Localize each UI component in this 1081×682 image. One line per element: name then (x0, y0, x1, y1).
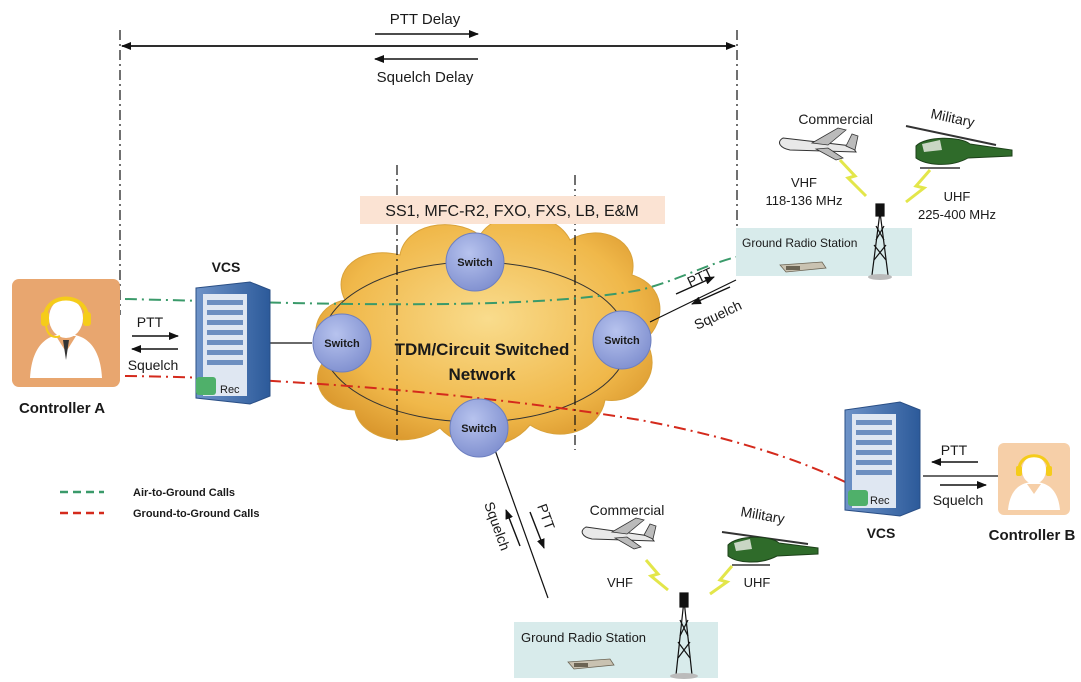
svg-text:PTT: PTT (137, 314, 164, 330)
svg-text:Switch: Switch (604, 335, 640, 347)
legend: Air-to-Ground Calls Ground-to-Ground Cal… (60, 487, 259, 520)
ptt-delay-label: PTT Delay (390, 11, 461, 28)
person-icon (1008, 482, 1060, 510)
station-bottom-label: Ground Radio Station (521, 630, 646, 645)
commercial-airplane-icon (779, 127, 859, 161)
military-helicopter-icon (721, 531, 819, 566)
commercial-airplane-icon (581, 517, 657, 550)
network-title-line1: TDM/Circuit Switched (395, 340, 570, 359)
controller-a: Controller A (12, 279, 120, 417)
station-top-label: Ground Radio Station (742, 236, 857, 250)
station-bottom-commercial: Commercial (590, 502, 665, 518)
svg-text:PTT: PTT (685, 264, 716, 290)
svg-text:225-400 MHz: 225-400 MHz (918, 207, 996, 222)
controller-b: Controller B (989, 443, 1076, 544)
headset-icon (43, 296, 89, 319)
station-bottom-military: Military (739, 503, 785, 526)
ground-radio-station-bottom: Ground Radio Station Commercial Military… (514, 502, 819, 679)
switch-top: Switch (445, 232, 505, 292)
vcs-a-label: VCS (212, 259, 241, 275)
military-helicopter-icon (905, 125, 1013, 169)
switch-bottom: Switch (449, 398, 509, 458)
protocol-list: SS1, MFC-R2, FXO, FXS, LB, E&M (385, 203, 638, 220)
ground-to-ground-path (124, 375, 856, 488)
lightning-icon (709, 565, 734, 596)
vcs-b-label: VCS (867, 525, 896, 541)
squelch-delay-label: Squelch Delay (377, 69, 474, 86)
antenna-tower-icon (871, 203, 889, 276)
svg-text:VHF: VHF (791, 175, 817, 190)
svg-text:Squelch: Squelch (481, 500, 513, 553)
svg-text:118-136 MHz: 118-136 MHz (765, 193, 842, 208)
ground-radio-station-top: Ground Radio Station Commercial Military… (736, 105, 1013, 280)
vcs-b-rec: Rec (870, 495, 890, 507)
headset-icon (1017, 454, 1051, 471)
delay-indicator: PTT Delay Squelch Delay (119, 11, 738, 315)
vcs-a-rec: Rec (220, 384, 240, 396)
radio-equipment-icon (567, 658, 615, 670)
protocol-banner: SS1, MFC-R2, FXO, FXS, LB, E&M (360, 196, 665, 224)
vcs-a: VCS Rec (195, 259, 271, 405)
controller-b-signals: PTT Squelch (931, 442, 987, 508)
links (270, 279, 998, 599)
svg-text:Switch: Switch (457, 257, 493, 269)
station-bottom-signals: PTT Squelch (481, 500, 558, 553)
svg-text:Squelch: Squelch (692, 297, 745, 333)
svg-text:PTT: PTT (534, 502, 558, 533)
svg-text:UHF: UHF (944, 189, 971, 204)
lightning-icon (644, 559, 669, 592)
svg-text:Squelch: Squelch (933, 492, 984, 508)
svg-text:Switch: Switch (461, 423, 497, 435)
antenna-tower-icon (675, 592, 693, 676)
lightning-icon (838, 158, 868, 198)
svg-text:PTT: PTT (941, 442, 968, 458)
recorder-icon (196, 377, 216, 395)
legend-air-label: Air-to-Ground Calls (133, 487, 235, 499)
svg-text:Switch: Switch (324, 338, 360, 350)
radio-equipment-icon (779, 261, 827, 273)
switch-left: Switch (312, 313, 372, 373)
station-top-signals: PTT Squelch (675, 264, 745, 333)
recorder-icon (848, 490, 868, 506)
network-title-line2: Network (448, 365, 516, 384)
lightning-icon (905, 169, 932, 204)
station-top-military: Military (929, 105, 976, 130)
controller-a-label: Controller A (19, 400, 105, 417)
svg-text:VHF: VHF (607, 575, 633, 590)
controller-b-label: Controller B (989, 527, 1076, 544)
legend-ground-label: Ground-to-Ground Calls (133, 508, 259, 520)
vcs-b: Rec VCS (844, 401, 921, 541)
svg-text:Squelch: Squelch (128, 357, 179, 373)
controller-a-signals: PTT Squelch (128, 314, 179, 373)
station-top-commercial: Commercial (798, 111, 873, 127)
svg-text:UHF: UHF (744, 575, 771, 590)
switch-right: Switch (592, 310, 652, 370)
